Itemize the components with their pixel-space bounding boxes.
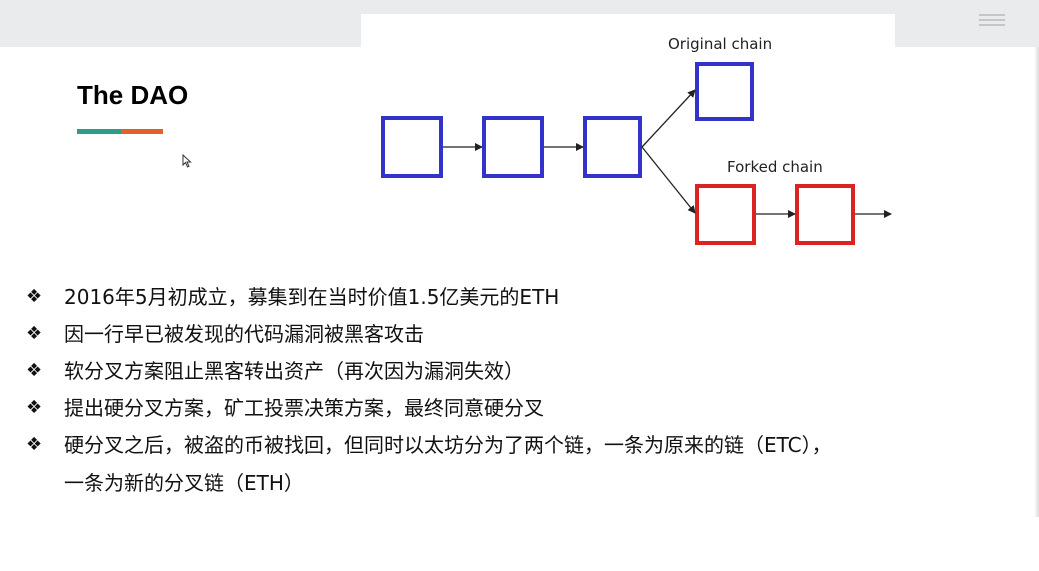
blockchain-fork-diagram: Original chain Forked chain xyxy=(381,35,892,245)
bullet-line-continued: 一条为新的分叉链（ETH） xyxy=(64,471,304,495)
bullet-line: 硬分叉之后，被盗的币被找回，但同时以太坊分为了两个链，一条为原来的链（ETC）， xyxy=(64,433,832,457)
bullet-line: 2016年5月初成立，募集到在当时价值1.5亿美元的ETH xyxy=(64,285,560,309)
bullet-line: 因一行早已被发现的代码漏洞被黑客攻击 xyxy=(64,322,424,346)
bullet-line: 软分叉方案阻止黑客转出资产（再次因为漏洞失效） xyxy=(64,359,524,383)
menu-line xyxy=(979,14,1005,16)
title-underline xyxy=(77,129,163,134)
bullet-text: 提出硬分叉方案，矿工投票决策方案，最终同意硬分叉 xyxy=(64,394,1031,422)
diagram-panel xyxy=(361,14,895,264)
arrow-to-original xyxy=(641,89,696,148)
scrollbar-edge[interactable] xyxy=(1034,47,1039,517)
forked-chain-label: Forked chain xyxy=(727,158,823,176)
forked-chain-block-2 xyxy=(795,184,855,245)
menu-line xyxy=(979,24,1005,26)
diamond-bullet-icon: ❖ xyxy=(26,323,43,344)
list-item: ❖ 因一行早已被发现的代码漏洞被黑客攻击 xyxy=(26,320,1031,348)
bullet-text: 硬分叉之后，被盗的币被找回，但同时以太坊分为了两个链，一条为原来的链（ETC），… xyxy=(64,431,1031,497)
underline-teal xyxy=(77,129,121,134)
list-item: ❖ 提出硬分叉方案，矿工投票决策方案，最终同意硬分叉 xyxy=(26,394,1031,422)
main-block-1 xyxy=(381,116,443,178)
slide-title: The DAO xyxy=(77,80,189,110)
mouse-pointer-icon xyxy=(182,154,192,168)
hamburger-menu-icon[interactable] xyxy=(979,14,1007,28)
diamond-bullet-icon: ❖ xyxy=(26,360,43,381)
list-item: ❖ 硬分叉之后，被盗的币被找回，但同时以太坊分为了两个链，一条为原来的链（ETC… xyxy=(26,431,1031,497)
forked-chain-block-1 xyxy=(695,184,756,245)
bullet-line: 提出硬分叉方案，矿工投票决策方案，最终同意硬分叉 xyxy=(64,396,544,420)
original-chain-label: Original chain xyxy=(668,35,772,53)
main-block-3 xyxy=(583,116,642,178)
bullet-text: 软分叉方案阻止黑客转出资产（再次因为漏洞失效） xyxy=(64,357,1031,385)
menu-line xyxy=(979,19,1005,21)
original-chain-block xyxy=(695,62,754,121)
list-item: ❖ 2016年5月初成立，募集到在当时价值1.5亿美元的ETH xyxy=(26,283,1031,311)
arrow-to-forked xyxy=(641,146,696,214)
diamond-bullet-icon: ❖ xyxy=(26,434,43,455)
bullet-text: 2016年5月初成立，募集到在当时价值1.5亿美元的ETH xyxy=(64,283,1031,311)
diamond-bullet-icon: ❖ xyxy=(26,286,43,307)
list-item: ❖ 软分叉方案阻止黑客转出资产（再次因为漏洞失效） xyxy=(26,357,1031,385)
underline-orange xyxy=(121,129,163,134)
diamond-bullet-icon: ❖ xyxy=(26,397,43,418)
main-block-2 xyxy=(482,116,544,178)
bullet-list: ❖ 2016年5月初成立，募集到在当时价值1.5亿美元的ETH ❖ 因一行早已被… xyxy=(26,283,1031,506)
bullet-text: 因一行早已被发现的代码漏洞被黑客攻击 xyxy=(64,320,1031,348)
